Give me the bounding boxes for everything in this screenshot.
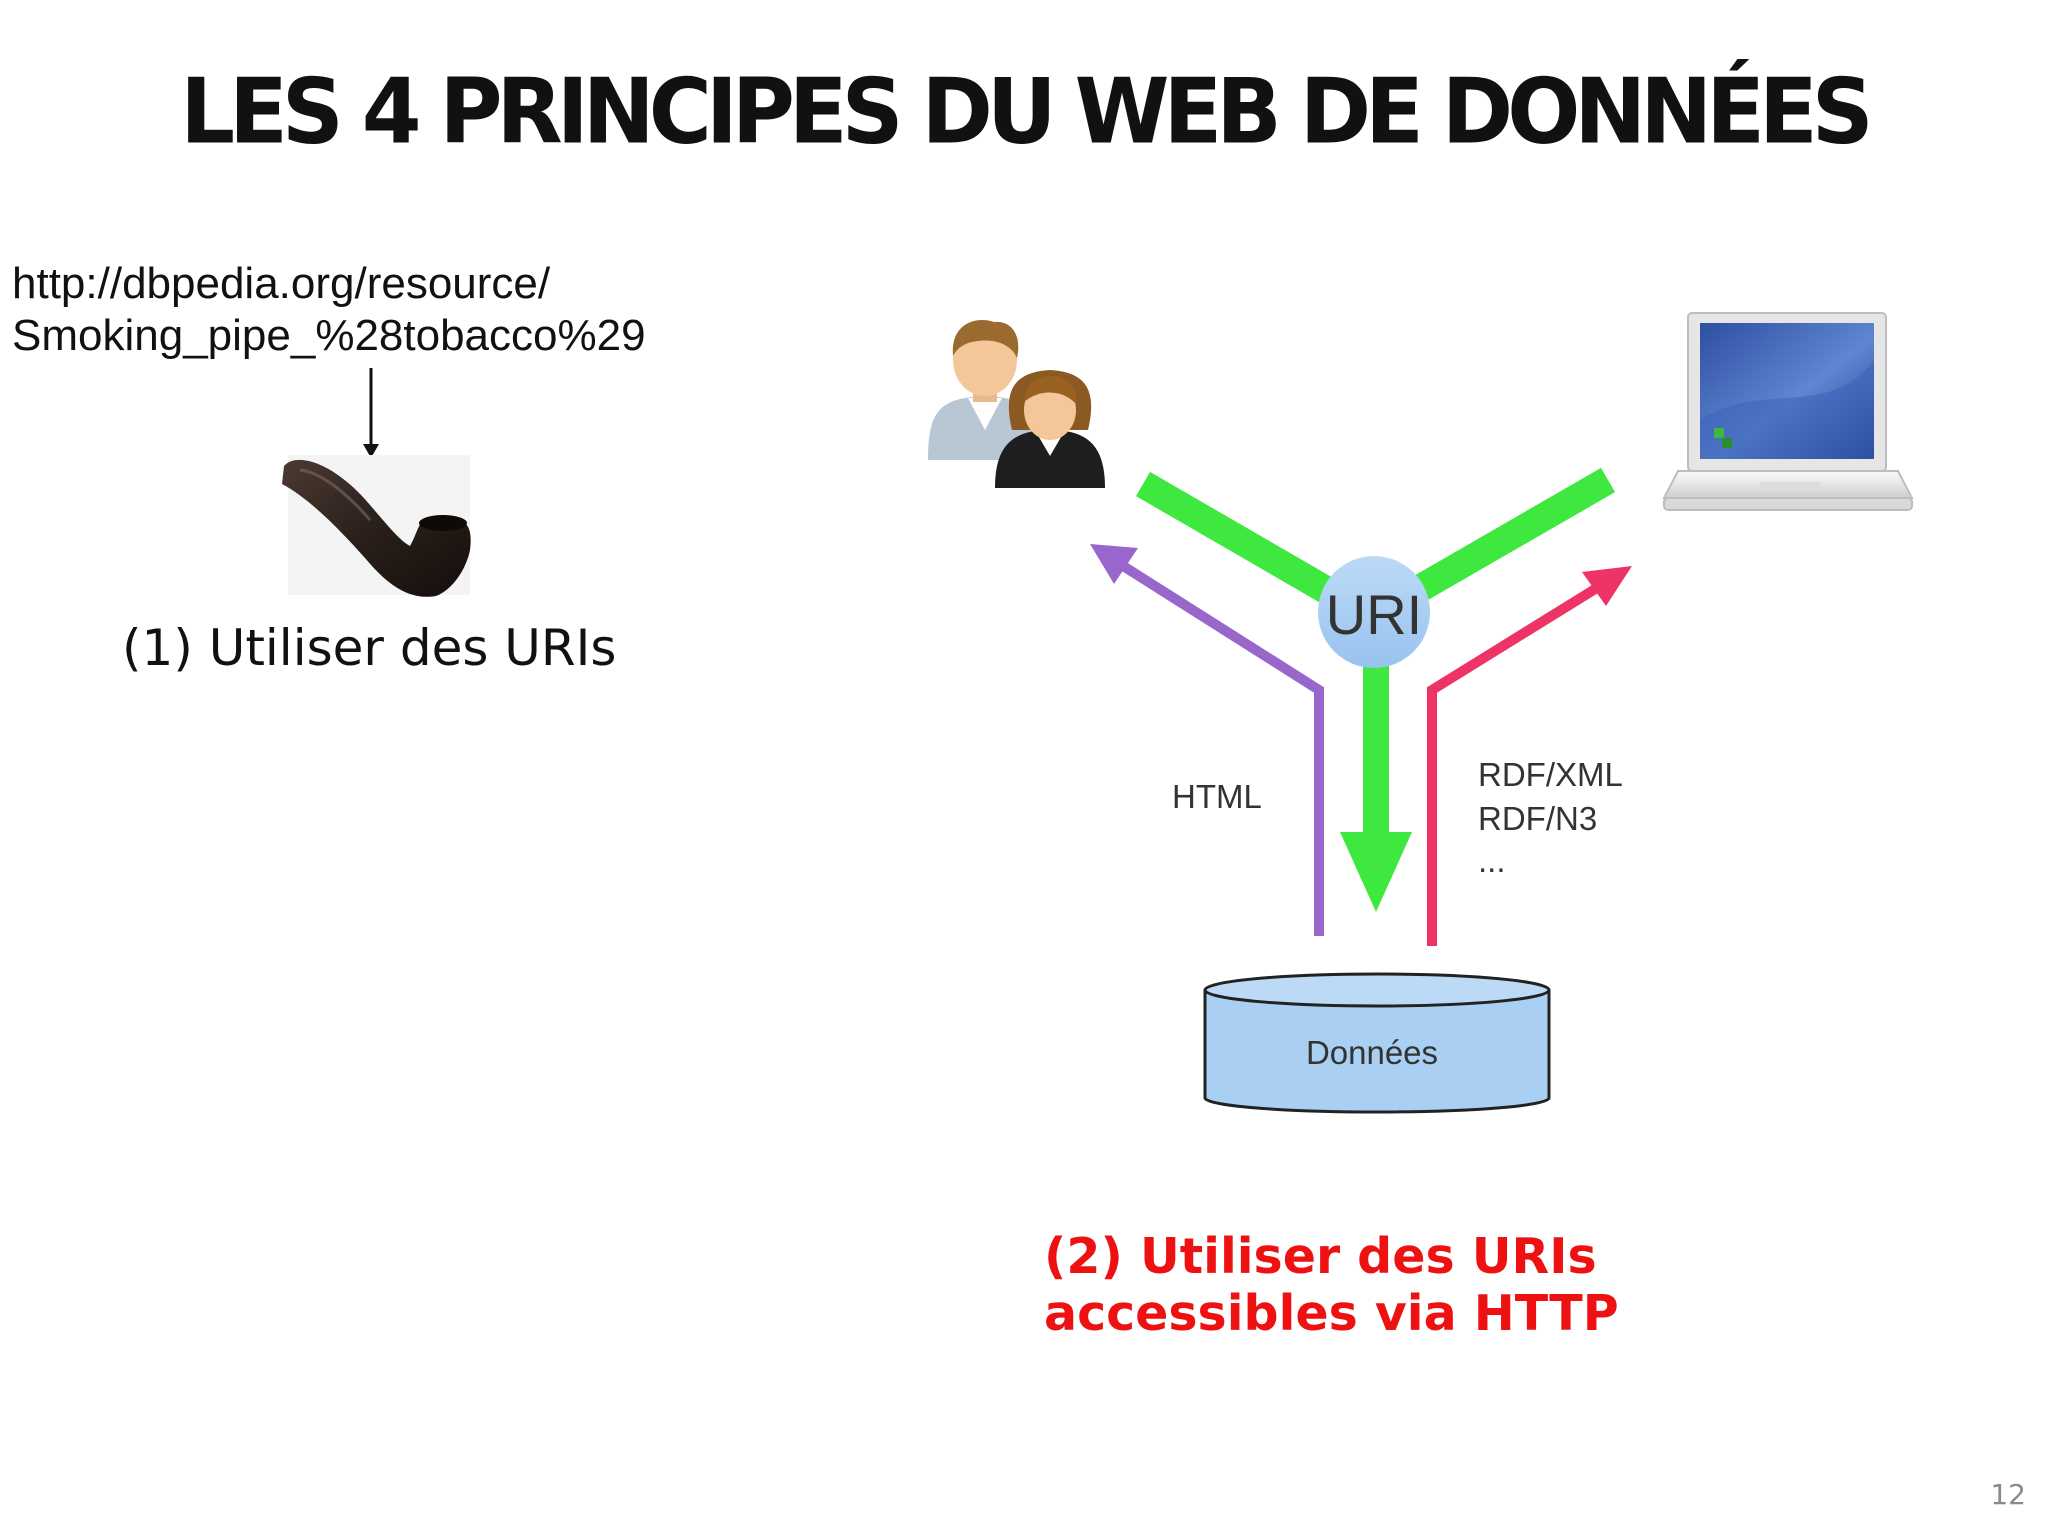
principle-1-label: (1) Utiliser des URIs (122, 619, 617, 677)
users-icon (928, 319, 1105, 488)
uri-hub: URI (1318, 556, 1430, 668)
principle-2-label: (2) Utiliser des URIs accessibles via HT… (1044, 1228, 1619, 1342)
resource-uri: http://dbpedia.org/resource/ Smoking_pip… (12, 258, 646, 362)
laptop-icon (1662, 312, 1914, 511)
rdf-n3-format-label: RDF/N3 (1478, 800, 1597, 837)
resource-uri-line-1: http://dbpedia.org/resource/ (12, 259, 551, 308)
resource-uri-line-2: Smoking_pipe_%28tobacco%29 (12, 311, 646, 360)
uri-to-pipe-arrow (363, 368, 379, 458)
database-icon: Données (1203, 972, 1551, 1114)
page-number: 12 (1990, 1478, 2026, 1511)
green-request-arrows (1135, 467, 1615, 912)
smoking-pipe-icon (282, 455, 471, 597)
html-format-label: HTML (1172, 778, 1262, 815)
rdf-response-arrow (1427, 566, 1632, 946)
uri-hub-label: URI (1326, 583, 1422, 646)
database-label: Données (1306, 1034, 1438, 1071)
slide-title: LES 4 PRINCIPES DU WEB DE DONNÉES (180, 59, 1873, 165)
principle-2-line-1: (2) Utiliser des URIs (1044, 1228, 1597, 1285)
principle-2-line-2: accessibles via HTTP (1044, 1285, 1619, 1342)
rdf-xml-format-label: RDF/XML (1478, 756, 1623, 793)
more-formats-label: ... (1478, 842, 1506, 879)
html-response-arrow (1090, 544, 1324, 936)
